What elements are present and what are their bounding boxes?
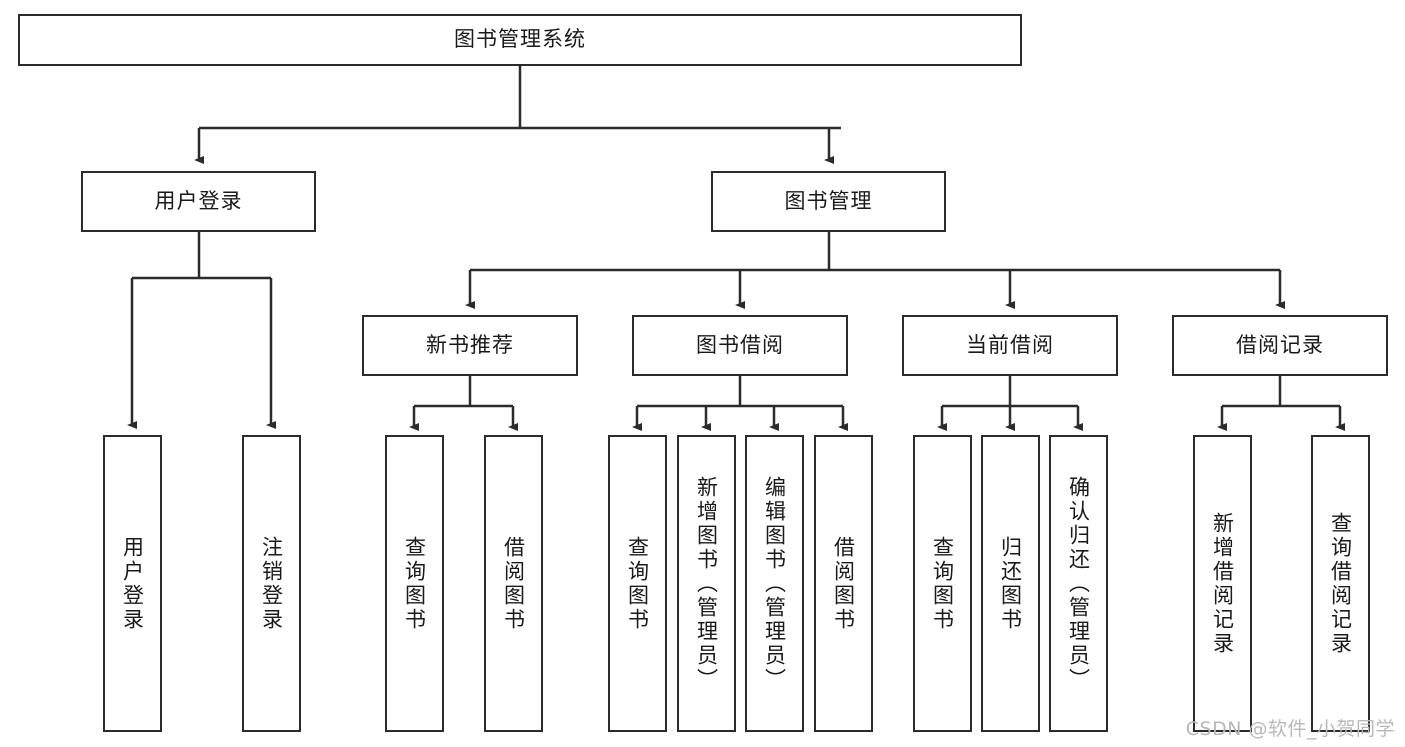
leaf-query-borrow-record[interactable]: 查询借阅记录: [1311, 435, 1370, 732]
node-label: 新增图书（管理员）: [694, 475, 719, 692]
watermark-text: CSDN @软件_小贺同学: [1185, 718, 1395, 740]
node-label: 借阅记录: [1236, 332, 1324, 357]
node-label: 编辑图书（管理员）: [762, 475, 787, 692]
node-borrow-record[interactable]: 借阅记录: [1172, 315, 1388, 376]
leaf-confirm-return-admin[interactable]: 确认归还（管理员）: [1049, 435, 1108, 732]
node-label: 新书推荐: [426, 332, 514, 357]
node-label: 当前借阅: [966, 332, 1054, 357]
leaf-logout[interactable]: 注销登录: [242, 435, 301, 732]
node-label: 确认归还（管理员）: [1066, 475, 1091, 692]
leaf-query-book-recommend[interactable]: 查询图书: [385, 435, 444, 732]
leaf-add-book-admin[interactable]: 新增图书（管理员）: [677, 435, 736, 732]
node-label: 查询图书: [930, 535, 955, 632]
node-book-borrow[interactable]: 图书借阅: [632, 315, 848, 376]
node-label: 查询借阅记录: [1328, 511, 1353, 656]
node-label: 注销登录: [259, 535, 284, 632]
leaf-return-book[interactable]: 归还图书: [981, 435, 1040, 732]
node-label: 图书管理: [784, 188, 873, 213]
node-book-management[interactable]: 图书管理: [711, 171, 946, 232]
node-user-login[interactable]: 用户登录: [81, 171, 316, 232]
leaf-borrow-book[interactable]: 借阅图书: [814, 435, 873, 732]
node-label: 查询图书: [625, 535, 650, 632]
leaf-borrow-book-recommend[interactable]: 借阅图书: [484, 435, 543, 732]
node-label: 借阅图书: [831, 535, 856, 632]
leaf-add-borrow-record[interactable]: 新增借阅记录: [1193, 435, 1252, 732]
node-label: 图书借阅: [696, 332, 784, 357]
node-label: 借阅图书: [501, 535, 526, 632]
node-label: 新增借阅记录: [1210, 511, 1235, 656]
node-current-borrow[interactable]: 当前借阅: [902, 315, 1118, 376]
node-label: 查询图书: [402, 535, 427, 632]
node-root-book-management-system[interactable]: 图书管理系统: [18, 14, 1022, 66]
node-label: 归还图书: [998, 535, 1023, 632]
leaf-query-book-current[interactable]: 查询图书: [913, 435, 972, 732]
leaf-edit-book-admin[interactable]: 编辑图书（管理员）: [745, 435, 804, 732]
leaf-user-login[interactable]: 用户登录: [103, 435, 162, 732]
node-label: 用户登录: [120, 535, 145, 632]
node-label: 用户登录: [154, 188, 243, 213]
node-new-book-recommend[interactable]: 新书推荐: [362, 315, 578, 376]
node-label: 图书管理系统: [454, 27, 586, 52]
leaf-query-book-borrow[interactable]: 查询图书: [608, 435, 667, 732]
